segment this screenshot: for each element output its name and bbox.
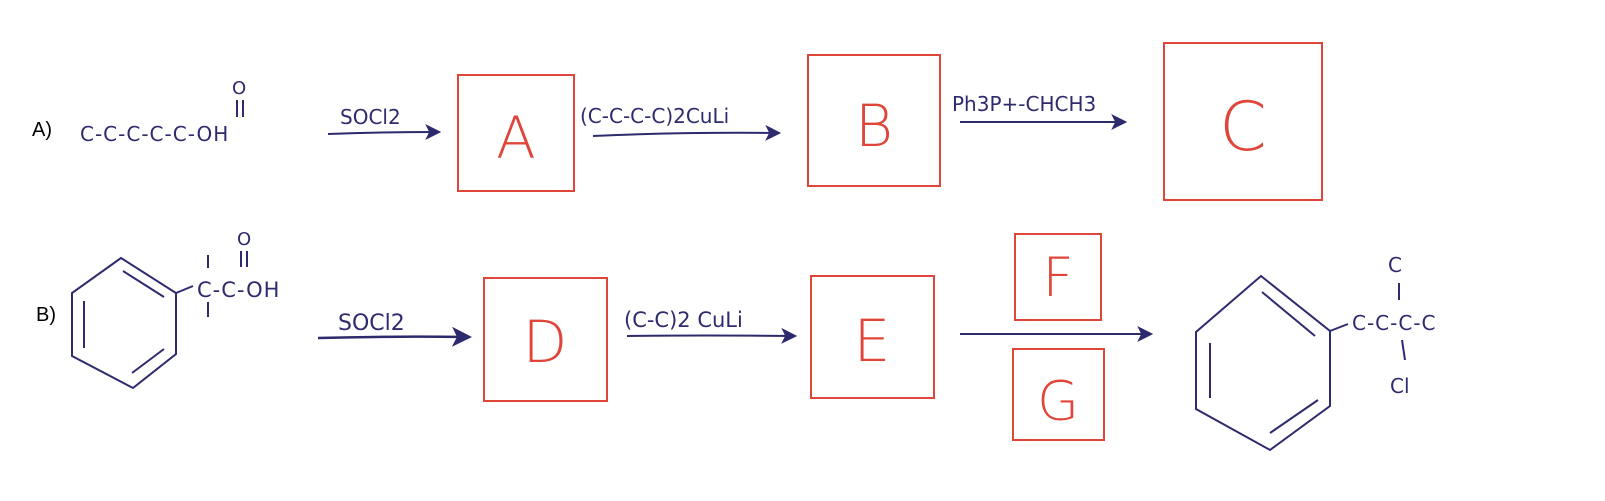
- row-b-reactant-phenylpropanoic-acid: C-C-OH O: [71, 229, 280, 390]
- row-b-step2: (C-C)2 CuLi: [624, 308, 798, 344]
- row-a-box-c: C: [1163, 42, 1323, 201]
- row-a-reactant-butyric-acid: C-C-C-C-C-OH O: [80, 78, 246, 146]
- row-a-step3: Ph3P+-CHCH3: [952, 92, 1128, 130]
- row-b-ring-double-bond: [131, 348, 165, 374]
- row-b: B) C-C-OH O SOCl2 D (C-C)2 CuLi: [36, 229, 1437, 452]
- row-a-box-c-label: C: [1219, 88, 1266, 167]
- row-b-label: B): [36, 304, 56, 326]
- row-b-box-e: E: [810, 275, 935, 399]
- row-b-step1-reagent: SOCl2: [338, 311, 405, 336]
- row-b-product-chain: C-C-C-C: [1352, 311, 1437, 335]
- row-a-reactant-chain: C-C-C-C-C-OH: [80, 122, 229, 146]
- row-a-step3-reagent: Ph3P+-CHCH3: [952, 92, 1096, 116]
- row-a-step1: SOCl2: [327, 105, 442, 141]
- row-a-box-a: A: [457, 74, 575, 192]
- row-a-reactant-carbonyl-oxygen: O: [232, 78, 246, 99]
- row-a-step2: (C-C-C-C)2CuLi: [580, 104, 782, 141]
- row-a-step2-arrow: [592, 124, 782, 141]
- row-b-product-ring-double-bond: [1269, 399, 1319, 434]
- row-b-product-alkyl-chloride: C C-C-C-C Cl: [1195, 253, 1437, 452]
- row-a-step1-arrow: [327, 124, 442, 141]
- row-b-box-d-label: D: [523, 308, 568, 376]
- row-b-ring-to-chain-bond: [175, 285, 194, 294]
- row-b-box-e-label: E: [854, 307, 891, 375]
- row-b-reactant-carbonyl-oxygen: O: [237, 229, 251, 250]
- row-b-box-g: [1012, 348, 1105, 441]
- row-a-box-b: B: [807, 54, 941, 187]
- row-b-product-benzene-ring: [1195, 274, 1331, 452]
- row-b-reactant-side-chain: C-C-OH: [197, 278, 280, 302]
- row-b-product-chlorine: Cl: [1390, 374, 1410, 398]
- row-b-product-down-bond: [1401, 339, 1406, 361]
- row-b-benzene-ring: [71, 256, 177, 390]
- row-b-step2-reagent: (C-C)2 CuLi: [624, 308, 743, 332]
- row-a-box-b-label: B: [855, 92, 893, 160]
- row-a-box-a-label: A: [496, 104, 536, 172]
- row-b-box-f-label: F: [1042, 246, 1073, 309]
- row-a-step2-reagent: (C-C-C-C)2CuLi: [580, 104, 729, 128]
- row-b-step1: SOCl2: [317, 311, 472, 347]
- row-b-box-f: [1014, 233, 1102, 321]
- row-b-product-ring-double-bond: [1261, 291, 1316, 337]
- row-b-product-top-carbon: C: [1388, 253, 1402, 277]
- row-a-label: A): [32, 119, 52, 141]
- row-b-step1-arrow: [317, 326, 472, 347]
- row-b-step3: F G: [960, 233, 1154, 441]
- row-b-box-g-label: G: [1037, 370, 1079, 433]
- row-b-ring-double-bond: [122, 270, 165, 298]
- row-b-product-ring-to-chain-bond: [1329, 323, 1349, 332]
- row-b-step2-arrow: [626, 327, 798, 344]
- row-a-step1-reagent: SOCl2: [340, 105, 401, 129]
- row-a: A) C-C-C-C-C-OH O SOCl2 A (C-C-C-C)2CuLi…: [32, 42, 1323, 201]
- row-b-box-d: D: [483, 277, 608, 402]
